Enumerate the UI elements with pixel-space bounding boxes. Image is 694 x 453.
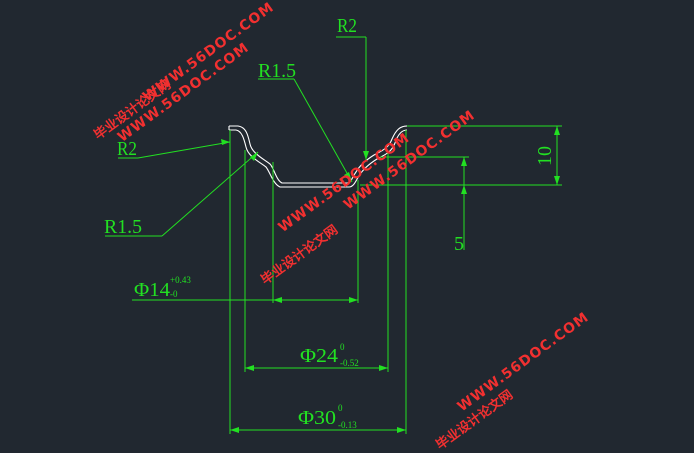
dimension-lines xyxy=(132,126,560,433)
watermark-5-url: WWW.56DOC.COM xyxy=(455,309,592,415)
arrow-dia24-left xyxy=(245,365,254,371)
watermark-2: WWW.56DOC.COM xyxy=(140,0,277,105)
watermarks: 毕业设计论文网 WWW.56DOC.COM WWW.56DOC.COM 毕业设计… xyxy=(91,0,592,453)
leader-r2-left-diag xyxy=(137,141,231,159)
watermark-3: 毕业设计论文网 WWW.56DOC.COM xyxy=(258,130,413,288)
arrow-dia30-right xyxy=(397,427,406,433)
label-dia24: Φ24 xyxy=(300,345,338,367)
profile-inner-line xyxy=(229,129,408,188)
label-dia14-upper-tol: +0.43 xyxy=(170,275,191,285)
label-r2-left: R2 xyxy=(117,138,137,160)
label-height-10: 10 xyxy=(534,146,556,166)
watermark-2-url: WWW.56DOC.COM xyxy=(140,0,277,105)
arrow-dia30-left xyxy=(230,427,239,433)
arrow-r2-top xyxy=(363,151,369,160)
arrow-height-10-top xyxy=(554,126,560,135)
leader-r15-lower-diag xyxy=(161,151,259,237)
label-dia14: Φ14 xyxy=(134,279,170,301)
label-height-5: 5 xyxy=(454,233,464,255)
watermark-5: 毕业设计论文网 WWW.56DOC.COM xyxy=(433,309,592,453)
arrow-height-10-bottom xyxy=(554,176,560,185)
arrow-r2-left xyxy=(221,139,230,145)
arrow-height-5-top xyxy=(461,157,467,166)
label-r2-top: R2 xyxy=(337,15,357,37)
label-dia30: Φ30 xyxy=(298,407,336,429)
arrow-dia14-right xyxy=(349,297,358,303)
arrow-height-5-mid xyxy=(461,185,467,194)
arrow-r15-lower xyxy=(250,152,258,161)
extension-lines xyxy=(229,125,562,434)
label-dia14-lower-tol: -0 xyxy=(170,289,178,299)
arrow-r15-upper xyxy=(344,172,352,182)
watermark-3-chinese: 毕业设计论文网 xyxy=(258,222,341,288)
arrow-dia24-right xyxy=(379,365,388,371)
leader-lines xyxy=(105,36,369,237)
label-dia24-lower-tol: -0.52 xyxy=(340,358,359,368)
label-dia30-lower-tol: -0.13 xyxy=(338,420,357,430)
label-r15-upper: R1.5 xyxy=(258,60,296,82)
dimension-texts: R2 R1.5 R2 R1.5 10 5 Φ14 +0.43 -0 Φ24 0 … xyxy=(104,15,556,430)
label-dia30-upper-tol: 0 xyxy=(338,403,343,413)
arrow-dia14-left xyxy=(273,297,282,303)
label-dia24-upper-tol: 0 xyxy=(340,342,345,352)
label-r15-lower: R1.5 xyxy=(104,216,142,238)
leader-r15-upper-diag xyxy=(293,78,353,183)
